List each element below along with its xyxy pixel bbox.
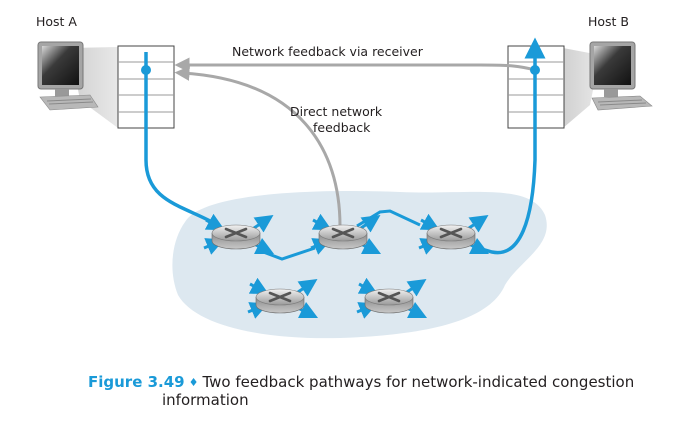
traffic-arrow — [253, 215, 274, 233]
network-cloud — [172, 190, 547, 339]
caption-text-line1: Two feedback pathways for network-indica… — [202, 373, 635, 391]
router-icon — [310, 213, 382, 255]
traffic-arrow — [468, 215, 489, 233]
router-icon — [203, 213, 275, 255]
feedback-via-receiver-label: Network feedback via receiver — [232, 44, 423, 59]
traffic-arrow — [204, 213, 225, 231]
traffic-arrow — [360, 215, 381, 233]
direct-feedback-label-line2: feedback — [313, 120, 371, 135]
host-a-flow-dot — [141, 65, 151, 75]
data-flow-path — [144, 52, 213, 224]
feedback-via-receiver-path — [174, 57, 536, 73]
caption-text-line2: information — [162, 391, 249, 409]
traffic-arrow — [311, 213, 332, 231]
host-a-computer-icon — [37, 41, 118, 128]
traffic-arrow — [297, 279, 318, 297]
router-icon — [418, 213, 490, 255]
host-b-label: Host B — [588, 14, 630, 29]
traffic-arrow — [419, 213, 440, 231]
figure-caption: Figure 3.49♦Two feedback pathways for ne… — [88, 373, 634, 392]
host-b-computer-icon — [563, 41, 653, 128]
router-icon — [247, 277, 319, 319]
diamond-separator-icon: ♦ — [188, 376, 199, 389]
direct-feedback-label-line1: Direct network — [290, 104, 383, 119]
direct-feedback-path — [174, 65, 342, 227]
traffic-arrow — [357, 277, 378, 295]
figure-number: Figure 3.49 — [88, 373, 185, 391]
host-a-label: Host A — [36, 14, 77, 29]
host-b-flow-dot — [530, 65, 540, 75]
traffic-arrow — [406, 279, 427, 297]
router-icon — [356, 277, 428, 319]
congestion-feedback-diagram — [37, 37, 653, 339]
traffic-arrow — [248, 277, 269, 295]
